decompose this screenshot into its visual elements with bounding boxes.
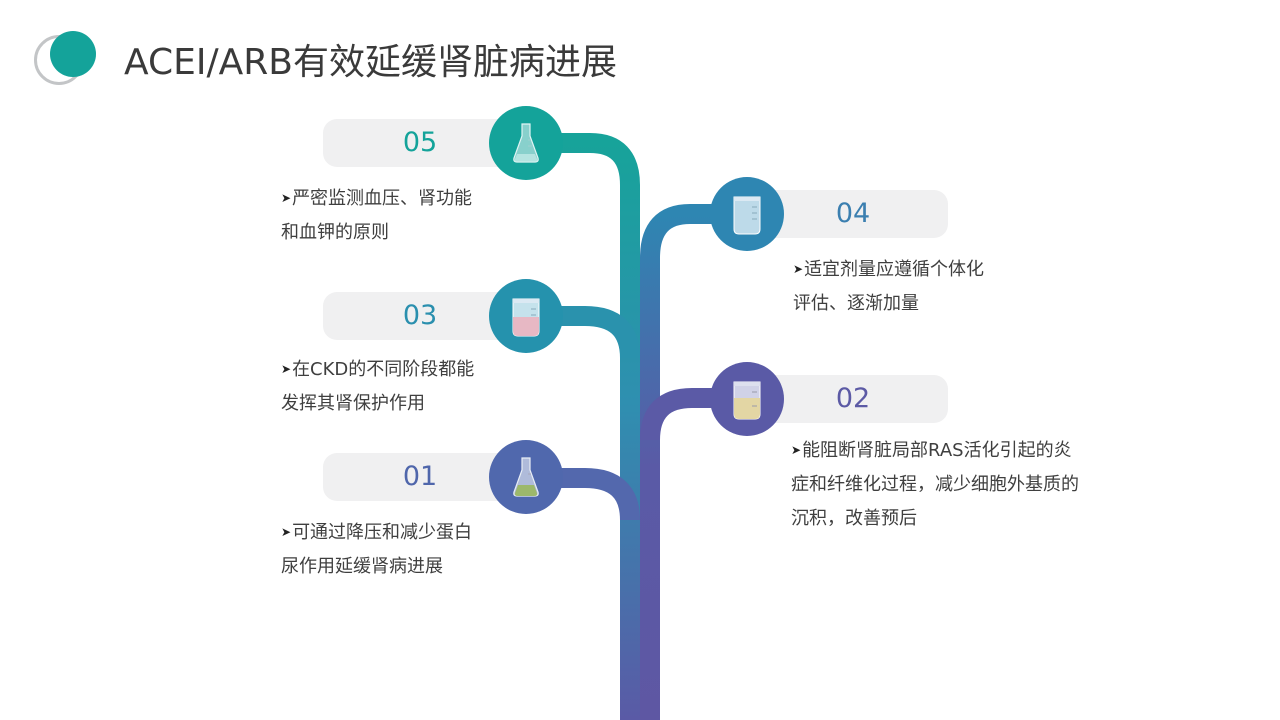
step-text-01: ➤可通过降压和减少蛋白 尿作用延缓肾病进展 (281, 522, 473, 577)
logo-dot (50, 31, 96, 77)
step-number-01: 01 (402, 461, 438, 492)
beaker-icon (710, 177, 784, 251)
step-number-05: 05 (402, 127, 438, 158)
logo-circles (34, 31, 96, 87)
flask-icon (489, 106, 563, 180)
step-text-03: ➤在CKD的不同阶段都能 发挥其肾保护作用 (281, 359, 475, 414)
beaker-pink-icon (489, 279, 563, 353)
beaker-yellow-icon (710, 362, 784, 436)
step-text-05: ➤严密监测血压、肾功能 和血钾的原则 (281, 188, 473, 243)
step-text-04: ➤适宜剂量应遵循个体化 评估、逐渐加量 (793, 259, 985, 314)
step-number-03: 03 (402, 300, 438, 331)
step-text-02: ➤能阻断肾脏局部RAS活化引起的炎 症和纤维化过程，减少细胞外基质的 沉积，改善… (791, 440, 1079, 529)
branch-01 (540, 468, 640, 521)
step-number-04: 04 (835, 198, 871, 229)
branch-03 (540, 306, 640, 359)
page-title: ACEI/ARB有效延缓肾脏病进展 (124, 42, 617, 83)
step-number-02: 02 (835, 383, 871, 414)
branch-05 (540, 133, 640, 720)
branch-04 (640, 204, 720, 720)
branch-02 (640, 388, 720, 441)
flask-green-icon (489, 440, 563, 514)
